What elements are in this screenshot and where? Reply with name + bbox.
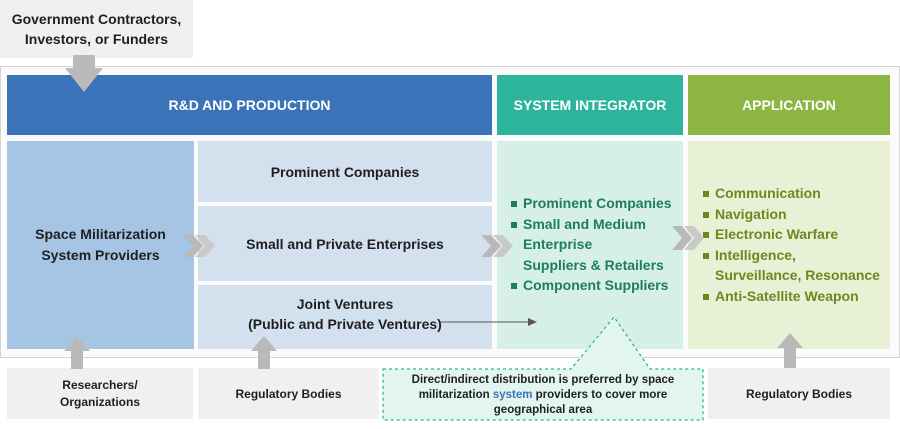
application-item-electronic-warfare: Electronic Warfare — [703, 224, 888, 245]
header-application: APPLICATION — [688, 75, 890, 135]
joint-venture-arrowhead — [528, 318, 537, 326]
distribution-note-callout — [382, 315, 704, 421]
researchers-box: Researchers/ Organizations — [7, 368, 193, 419]
chevron-providers-1 — [183, 235, 203, 257]
researchers-line1: Researchers/ — [62, 377, 138, 392]
note-line2: militarization system providers to cover… — [418, 388, 668, 401]
joint-line1: Joint Ventures — [296, 296, 394, 312]
regulatory-right-label: Regulatory Bodies — [745, 386, 853, 401]
up-arrow-regulatory-right — [777, 333, 803, 368]
down-arrow-funders — [65, 55, 103, 92]
row-small-private-label: Small and Private Enterprises — [246, 235, 444, 252]
providers-line1: Space Militarization — [35, 226, 166, 242]
chevron-integrator-2 — [493, 235, 513, 257]
providers-box: Space Militarization System Providers — [7, 141, 194, 349]
regulatory-bodies-left: Regulatory Bodies — [198, 368, 379, 419]
application-item-intelligence: Intelligence,Surveillance, Resonance — [703, 245, 888, 286]
application-item-communication: Communication — [703, 183, 888, 204]
integrator-box — [497, 141, 683, 349]
up-arrow-researchers — [64, 336, 90, 369]
funders-label-line2: Investors, or Funders — [24, 31, 169, 47]
chevron-providers-2 — [195, 235, 215, 257]
distribution-note: Direct/indirect distribution is preferre… — [383, 371, 703, 419]
note-line3: geographical area — [493, 403, 593, 416]
chevron-application-1 — [672, 226, 692, 250]
application-item-navigation: Navigation — [703, 204, 888, 225]
regulatory-left-label: Regulatory Bodies — [235, 386, 342, 401]
row-joint-ventures: Joint Ventures (Public and Private Ventu… — [198, 285, 492, 349]
integrator-item-prominent: Prominent Companies — [511, 193, 681, 214]
note-line1: Direct/indirect distribution is preferre… — [411, 373, 675, 386]
application-item-anti-satellite: Anti-Satellite Weapon — [703, 286, 888, 307]
researchers-line2: Organizations — [59, 394, 140, 409]
header-system-integrator: SYSTEM INTEGRATOR — [497, 75, 683, 135]
application-list: Communication Navigation Electronic Warf… — [703, 183, 888, 306]
funders-box: Government Contractors, Investors, or Fu… — [0, 0, 193, 58]
regulatory-bodies-right: Regulatory Bodies — [708, 368, 890, 419]
row-prominent-label: Prominent Companies — [270, 163, 420, 180]
row-prominent-companies: Prominent Companies — [198, 141, 492, 202]
providers-line2: System Providers — [41, 247, 160, 263]
integrator-item-component: Component Suppliers — [511, 275, 681, 296]
funders-label-line1: Government Contractors, — [11, 11, 182, 27]
application-box — [688, 141, 890, 349]
chevron-integrator-1 — [481, 235, 501, 257]
joint-line2: (Public and Private Ventures) — [248, 316, 442, 332]
row-small-private: Small and Private Enterprises — [198, 206, 492, 281]
chevron-application-2 — [684, 226, 704, 250]
up-arrow-regulatory-left — [251, 336, 277, 369]
note-highlight: system — [492, 388, 533, 401]
header-rnd-production: R&D AND PRODUCTION — [7, 75, 492, 135]
